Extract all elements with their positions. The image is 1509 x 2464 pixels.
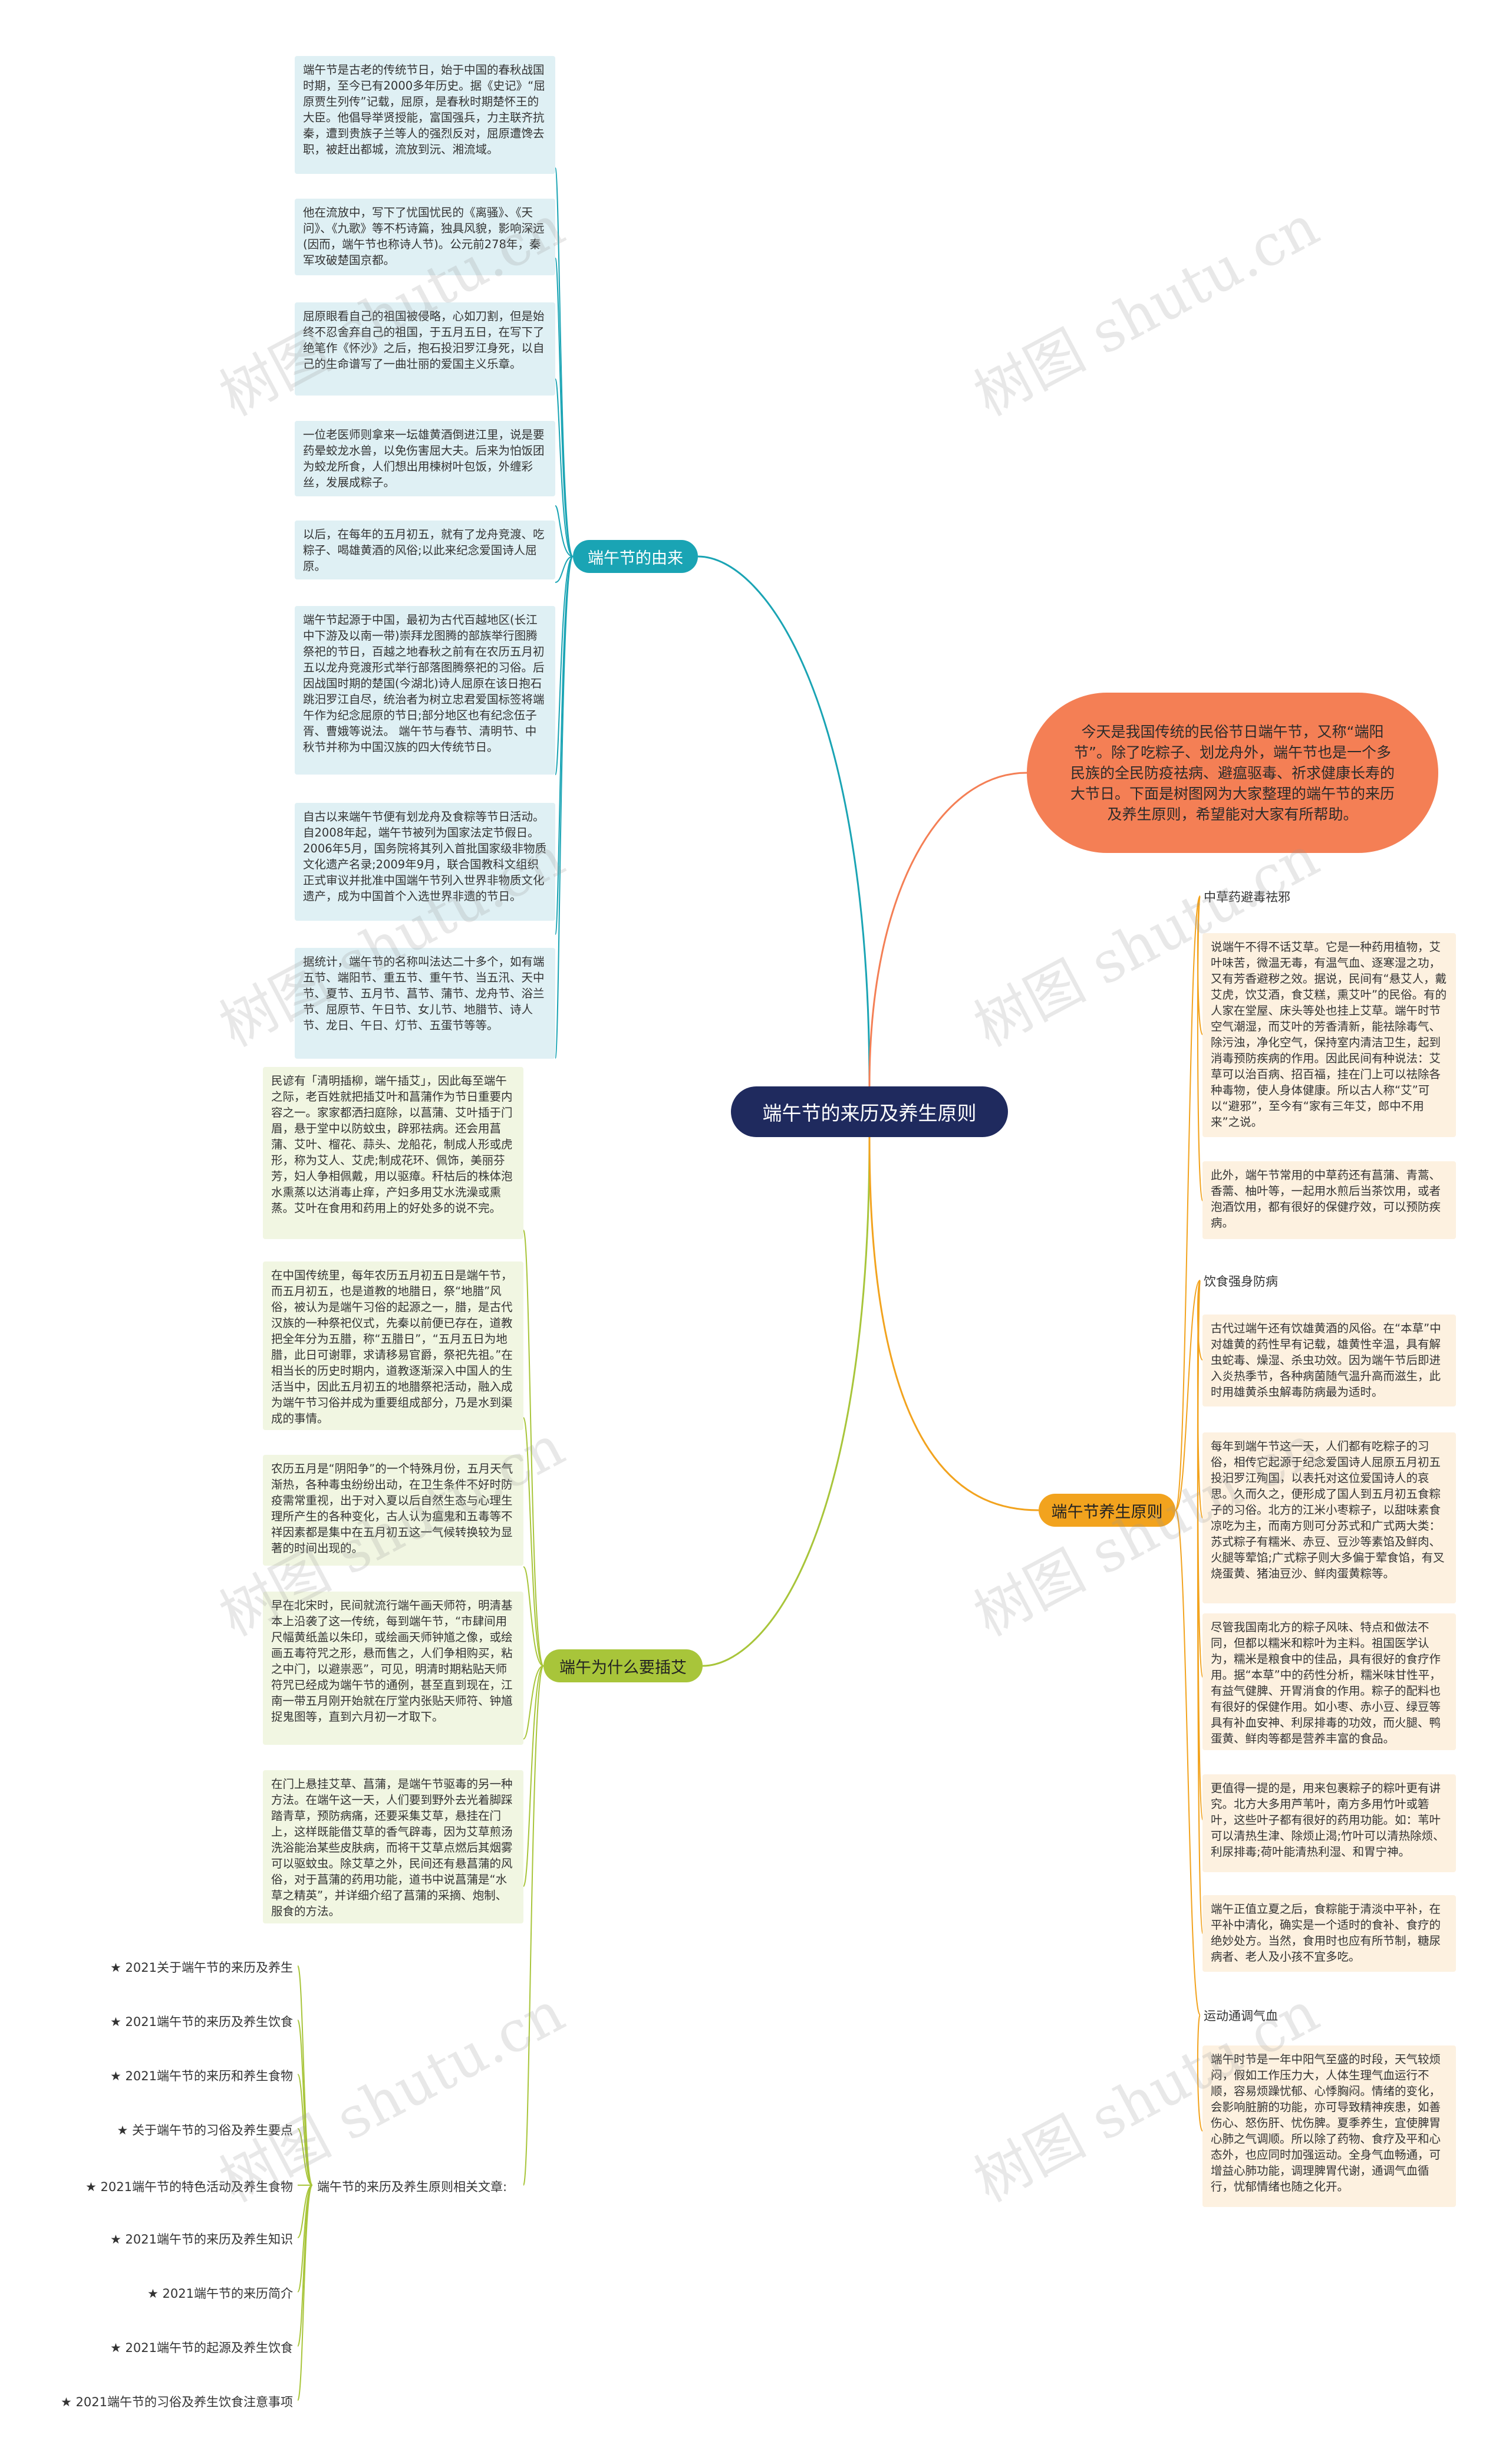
reason-leaf[interactable]: 在中国传统里，每年农历五月初五日是端午节，而五月初五，也是道教的地腊日，祭“地腊…: [263, 1261, 523, 1430]
origin-leaf[interactable]: 屈原眼看自己的祖国被侵略，心如刀割，但是始终不忍舍弃自己的祖国，于五月五日，在写…: [295, 302, 555, 396]
health-sub-herbs[interactable]: 中草药避毒祛邪: [1204, 890, 1290, 904]
reason-leaf[interactable]: 在门上悬挂艾草、菖蒲，是端午节驱毒的另一种方法。在端午这一天，人们要到野外去光着…: [263, 1770, 523, 1923]
health-leaf[interactable]: 端午正值立夏之后，食粽能于清淡中平补，在平补中清化，确实是一个适时的食补、食疗的…: [1202, 1895, 1456, 1972]
root-topic[interactable]: 端午节的来历及养生原则: [731, 1086, 1008, 1137]
origin-leaf[interactable]: 自古以来端午节便有划龙舟及食粽等节日活动。自2008年起，端午节被列为国家法定节…: [295, 803, 555, 921]
health-leaf[interactable]: 此外，端午节常用的中草药还有菖蒲、青蒿、香薷、柚叶等，一起用水煎后当茶饮用，或者…: [1202, 1161, 1456, 1239]
origin-leaf[interactable]: 一位老医师则拿来一坛雄黄酒倒进江里，说是要药晕蛟龙水兽，以免伤害屈大夫。后来为怕…: [295, 421, 555, 496]
health-leaf[interactable]: 说端午不得不话艾草。它是一种药用植物，艾叶味苦，微温无毒，有温气血、逐寒湿之功，…: [1202, 933, 1456, 1137]
origin-leaf[interactable]: 他在流放中，写下了忧国忧民的《离骚》、《天问》、《九歌》等不朽诗篇，独具风貌，影…: [295, 199, 555, 275]
related-article-link[interactable]: ★ 2021端午节的习俗及养生饮食注意事项: [61, 2395, 293, 2409]
health-leaf[interactable]: 端午时节是一年中阳气至盛的时段，天气较烦闷，假如工作压力大，人体生理气血运行不顺…: [1202, 2045, 1456, 2207]
branch-health[interactable]: 端午节养生原则: [1039, 1494, 1175, 1527]
related-article-link[interactable]: ★ 2021关于端午节的来历及养生: [110, 1961, 293, 1975]
health-sub-diet[interactable]: 饮食强身防病: [1204, 1274, 1278, 1289]
related-article-link[interactable]: ★ 2021端午节的起源及养生饮食: [110, 2341, 293, 2355]
related-article-link[interactable]: ★ 2021端午节的来历简介: [147, 2287, 293, 2301]
intro-text: 今天是我国传统的民俗节日端午节，又称“端阳节”。除了吃粽子、划龙舟外，端午节也是…: [1070, 723, 1395, 823]
branch-origin[interactable]: 端午节的由来: [573, 540, 698, 573]
related-article-link[interactable]: ★ 2021端午节的来历及养生饮食: [110, 2015, 293, 2029]
related-article-link[interactable]: ★ 2021端午节的特色活动及养生食物: [85, 2180, 293, 2194]
reason-leaf[interactable]: 民谚有「清明插柳，端午插艾」，因此每至端午之际，老百姓就把插艾叶和菖蒲作为节日重…: [263, 1067, 523, 1239]
health-leaf[interactable]: 尽管我国南北方的粽子风味、特点和做法不同，但都以糯米和粽叶为主料。祖国医学认为，…: [1202, 1613, 1456, 1750]
branch-reason[interactable]: 端午为什么要插艾: [543, 1649, 703, 1682]
reason-leaf[interactable]: 农历五月是“阴阳争”的一个特殊月份，五月天气渐热，各种毒虫纷纷出动，在卫生条件不…: [263, 1455, 523, 1566]
health-sub-exercise[interactable]: 运动通调气血: [1204, 2009, 1278, 2023]
origin-leaf[interactable]: 据统计，端午节的名称叫法达二十多个，如有端五节、端阳节、重五节、重午节、当五汛、…: [295, 948, 555, 1059]
health-leaf[interactable]: 每年到端午节这一天，人们都有吃粽子的习俗，相传它起源于纪念爱国诗人屈原五月初五投…: [1202, 1432, 1456, 1603]
related-article-link[interactable]: ★ 关于端午节的习俗及养生要点: [117, 2123, 293, 2137]
health-leaf[interactable]: 更值得一提的是，用来包裹粽子的粽叶更有讲究。北方大多用芦苇叶，南方多用竹叶或箬叶…: [1202, 1774, 1456, 1872]
origin-leaf[interactable]: 端午节起源于中国，最初为古代百越地区(长江中下游及以南一带)崇拜龙图腾的部族举行…: [295, 606, 555, 775]
intro-bubble[interactable]: 今天是我国传统的民俗节日端午节，又称“端阳节”。除了吃粽子、划龙舟外，端午节也是…: [1027, 693, 1438, 853]
related-article-link[interactable]: ★ 2021端午节的来历及养生知识: [110, 2232, 293, 2246]
related-articles-label: 端午节的来历及养生原则相关文章:: [317, 2180, 508, 2194]
reason-leaf[interactable]: 早在北宋时，民间就流行端午画天师符，明清基本上沿袭了这一传统，每到端午节，“市肆…: [263, 1592, 523, 1745]
health-leaf[interactable]: 古代过端午还有饮雄黄酒的风俗。在“本草”中对雄黄的药性早有记载，雄黄性辛温，具有…: [1202, 1315, 1456, 1406]
origin-leaf[interactable]: 端午节是古老的传统节日，始于中国的春秋战国时期，至今已有2000多年历史。据《史…: [295, 56, 555, 174]
related-article-link[interactable]: ★ 2021端午节的来历和养生食物: [110, 2069, 293, 2083]
origin-leaf[interactable]: 以后，在每年的五月初五，就有了龙舟竞渡、吃粽子、喝雄黄酒的风俗;以此来纪念爱国诗…: [295, 521, 555, 579]
